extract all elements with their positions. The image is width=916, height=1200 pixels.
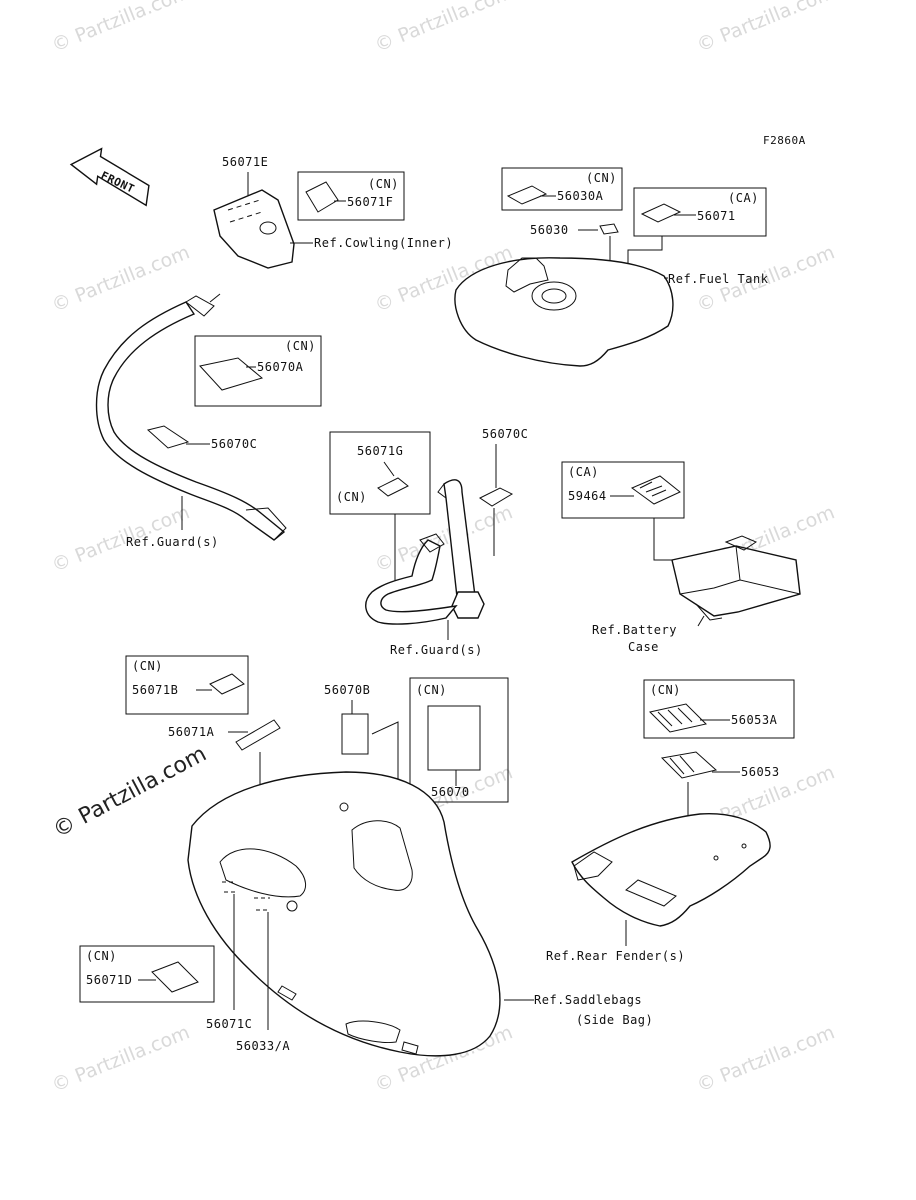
decal-56030A bbox=[506, 185, 548, 205]
box-56053A bbox=[643, 679, 795, 739]
decal-56071D bbox=[151, 961, 199, 993]
region-tag-cn: (CN) bbox=[336, 490, 367, 504]
part-number-56030: 56030 bbox=[530, 223, 569, 237]
box-56030A bbox=[501, 167, 623, 211]
region-tag-cn: (CN) bbox=[86, 949, 117, 963]
region-tag-ca: (CA) bbox=[568, 465, 599, 479]
region-tag-cn: (CN) bbox=[586, 171, 617, 185]
part-number-56070: 56070 bbox=[431, 785, 470, 799]
decal-56071A bbox=[235, 719, 281, 751]
decal-56053A bbox=[649, 703, 707, 733]
watermark-main: © Partzilla.com bbox=[49, 742, 211, 844]
decal-56071 bbox=[640, 203, 682, 223]
ref-guard-left: Ref.Guard(s) bbox=[126, 535, 219, 549]
decal-56071G bbox=[377, 477, 409, 497]
box-59464 bbox=[561, 461, 685, 519]
region-tag-cn: (CN) bbox=[416, 683, 447, 697]
center-guard-part bbox=[365, 539, 458, 625]
region-tag-cn: (CN) bbox=[368, 177, 399, 191]
battery-case-group: (CA) 59464 Ref.Battery Case bbox=[561, 461, 801, 654]
watermark: © Partzilla.com bbox=[372, 0, 516, 57]
watermark: © Partzilla.com bbox=[49, 0, 193, 57]
decal-56071F bbox=[305, 181, 339, 213]
decal-59464 bbox=[630, 475, 681, 505]
region-tag-cn: (CN) bbox=[285, 339, 316, 353]
part-number-56071B: 56071B bbox=[132, 683, 178, 697]
part-number-56071F: 56071F bbox=[347, 195, 393, 209]
part-number-59464: 59464 bbox=[568, 489, 607, 503]
cowling-group: 56071E Ref.Cowling(Inner) (CN) 56071F bbox=[213, 155, 453, 269]
ref-guard-center: Ref.Guard(s) bbox=[390, 643, 483, 657]
part-number-56071: 56071 bbox=[697, 209, 736, 223]
ref-cowling-inner: Ref.Cowling(Inner) bbox=[314, 236, 453, 250]
ref-rear-fender: Ref.Rear Fender(s) bbox=[546, 949, 685, 963]
part-number-56071A: 56071A bbox=[168, 725, 215, 739]
box-56070 bbox=[409, 677, 509, 803]
part-number-56071C: 56071C bbox=[206, 1017, 252, 1031]
part-number-56071D: 56071D bbox=[86, 973, 132, 987]
saddlebag-part bbox=[187, 771, 501, 1057]
watermark: © Partzilla.com bbox=[49, 241, 193, 316]
watermark: © Partzilla.com bbox=[49, 1021, 193, 1096]
part-number-56071G: 56071G bbox=[357, 444, 403, 458]
left-guard-group: (CN) 56070A 56070C Ref.Guard(s) bbox=[95, 293, 322, 549]
center-guard-bracket bbox=[451, 591, 485, 619]
region-tag-cn: (CN) bbox=[650, 683, 681, 697]
part-number-56053A: 56053A bbox=[731, 713, 778, 727]
box-56071G bbox=[329, 431, 431, 515]
region-tag-cn: (CN) bbox=[132, 659, 163, 673]
part-number-56071E: 56071E bbox=[222, 155, 268, 169]
decal-56070 bbox=[427, 705, 481, 771]
cowling-inner-part bbox=[213, 189, 295, 269]
part-number-56070B: 56070B bbox=[324, 683, 370, 697]
decal-56030 bbox=[599, 223, 619, 235]
part-number-56030A: 56030A bbox=[557, 189, 604, 203]
fuel-tank-part bbox=[454, 257, 674, 367]
left-guard-part bbox=[95, 301, 286, 541]
decal-56071B bbox=[209, 673, 245, 695]
rear-fender-part bbox=[571, 812, 771, 927]
box-56071 bbox=[633, 187, 767, 237]
part-number-56033A: 56033/A bbox=[236, 1039, 290, 1053]
box-56070A bbox=[194, 335, 322, 407]
box-56071D bbox=[79, 945, 215, 1003]
box-56071F bbox=[297, 171, 405, 221]
region-tag-ca: (CA) bbox=[728, 191, 759, 205]
ref-fuel-tank: Ref.Fuel Tank bbox=[668, 272, 769, 286]
watermark: © Partzilla.com bbox=[694, 0, 838, 57]
front-arrow-icon bbox=[69, 147, 150, 207]
saddlebag-group: (CN) 56071B 56071A 56070B (CN) 56070 Ref… bbox=[79, 655, 653, 1057]
decal-56070C-center bbox=[479, 487, 514, 507]
ref-battery-case-line2: Case bbox=[628, 640, 659, 654]
ref-battery-case-line1: Ref.Battery bbox=[592, 623, 677, 637]
watermark: © Partzilla.com bbox=[694, 1021, 838, 1096]
fuel-tank-group: (CN) 56030A 56030 (CA) 56071 Ref.Fuel Ta… bbox=[454, 167, 769, 367]
rear-fender-group: (CN) 56053A 56053 Ref.Rear Fender(s) bbox=[546, 679, 795, 963]
center-guard-group: 56071G (CN) 56070C Ref.Guard(s) bbox=[329, 427, 528, 657]
part-number-56053: 56053 bbox=[741, 765, 780, 779]
part-number-56070C-center: 56070C bbox=[482, 427, 528, 441]
decal-56070C-left bbox=[146, 425, 190, 449]
box-56071B bbox=[125, 655, 249, 715]
decal-56053 bbox=[660, 751, 718, 779]
ref-saddlebags-line2: (Side Bag) bbox=[576, 1013, 653, 1027]
ref-saddlebags-line1: Ref.Saddlebags bbox=[534, 993, 642, 1007]
decal-56070B bbox=[341, 713, 369, 755]
decal-56070A bbox=[199, 357, 264, 391]
part-number-56070A: 56070A bbox=[257, 360, 304, 374]
front-arrow: FRONT bbox=[69, 147, 150, 207]
diagram-id: F2860A bbox=[763, 134, 806, 147]
part-number-56070C-left: 56070C bbox=[211, 437, 257, 451]
